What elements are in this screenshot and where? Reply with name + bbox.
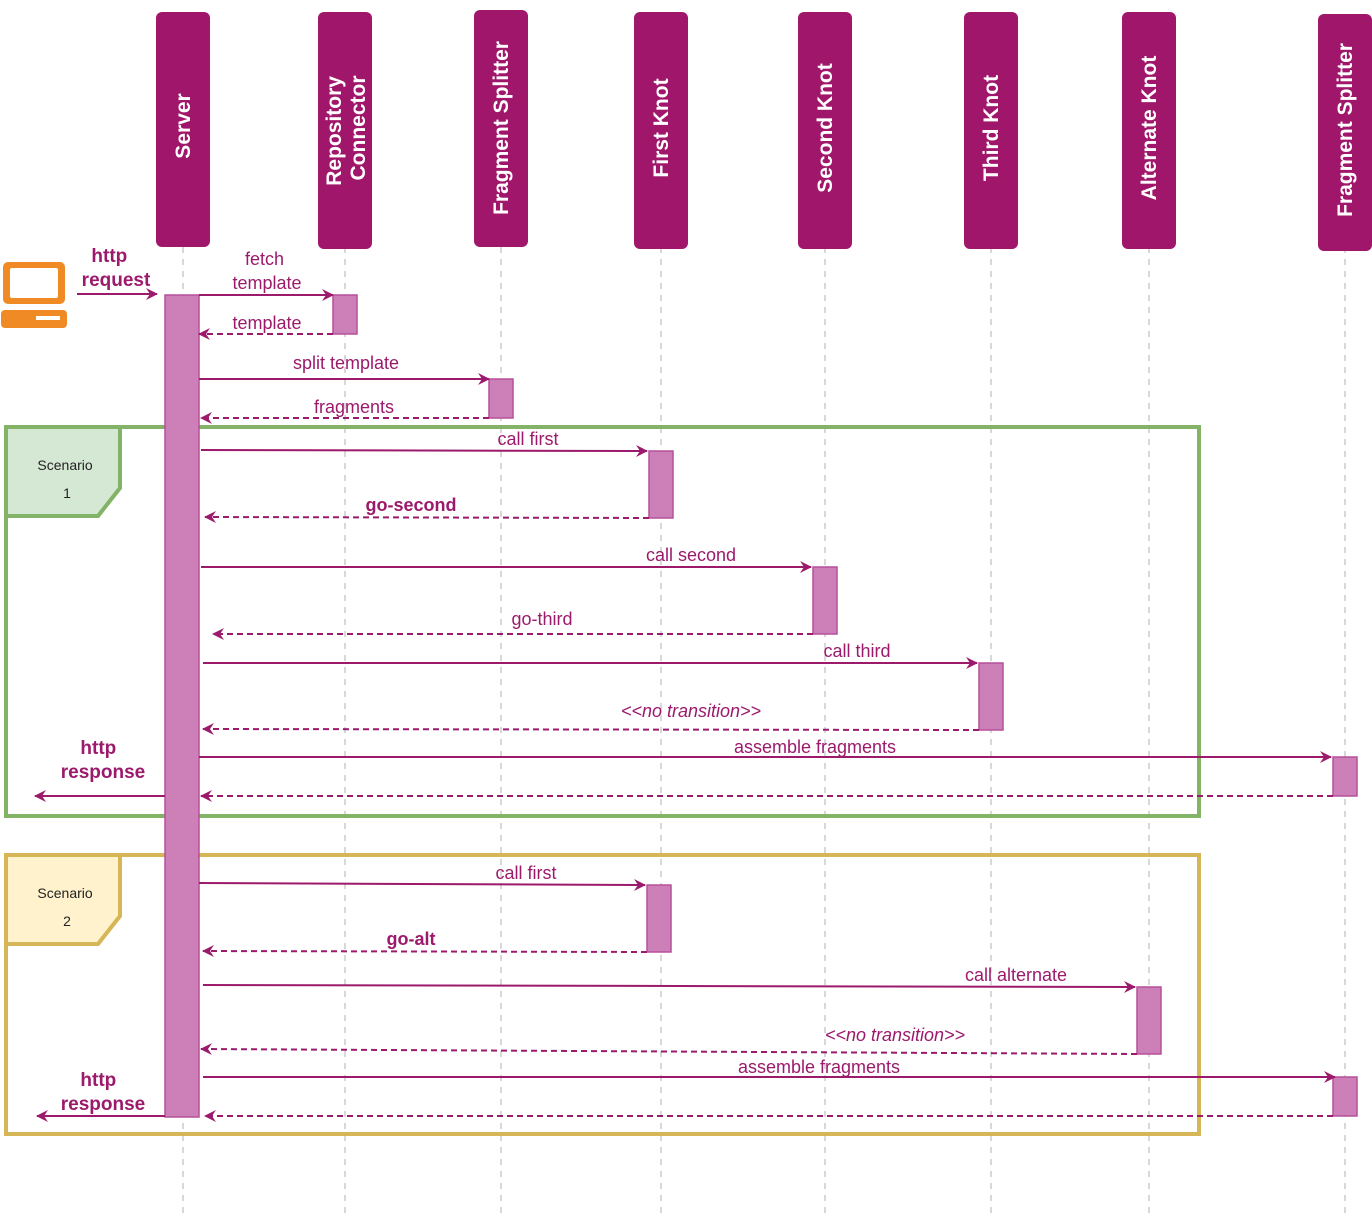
s2-go-alt-label: go-alt (387, 929, 436, 949)
activation-splitter2-s1 (1332, 756, 1358, 797)
s1-call-second-label: call second (646, 545, 736, 565)
scenario-2-frame: Scenario 2 (4, 853, 1201, 1136)
participant-splitter2-label: Fragment Splitter (1334, 43, 1357, 217)
scenario-1-frame: Scenario 1 (4, 425, 1201, 818)
svg-text:Scenario 1: Scenario 1 (37, 457, 96, 501)
svg-text:http request: http request (82, 246, 151, 291)
scenario-1-messages (34, 444, 1333, 802)
participant-splitter1-label: Fragment Splitter (490, 41, 513, 215)
scenario-1-tag (4, 425, 122, 518)
participant-server-label: Server (172, 93, 195, 158)
activation-second (812, 566, 838, 635)
svg-text:Alternate Knot: Alternate Knot (1138, 56, 1161, 201)
activation-bars (164, 294, 1358, 1118)
fragments-label: fragments (314, 397, 394, 417)
svg-text:http response: http response (61, 738, 145, 783)
fetch-template-label-2: template (232, 273, 301, 293)
svg-text:Third Knot: Third Knot (980, 75, 1003, 181)
s2-no-transition-label: <<no transition>> (825, 1025, 965, 1045)
participant-second: Second Knot (798, 12, 852, 249)
activation-splitter2-s2 (1332, 1076, 1358, 1117)
s2-http-response-label-2: response (61, 1094, 145, 1115)
s1-http-response-label-2: response (61, 762, 145, 783)
laptop-icon (1, 262, 67, 328)
participant-alternate: Alternate Knot (1122, 12, 1176, 249)
participant-first-label: First Knot (650, 78, 673, 177)
s2-go-alt-arrow (202, 945, 648, 958)
svg-text:First Knot: First Knot (650, 78, 673, 177)
s1-go-second-label: go-second (365, 495, 456, 515)
participant-second-label: Second Knot (814, 63, 837, 193)
participant-server: Server (156, 12, 210, 247)
s1-call-third-label: call third (823, 641, 890, 661)
scenario-2-tag (4, 853, 122, 946)
participant-headers: Server Repository Connector Fragment Spl… (156, 10, 1372, 251)
activation-first-s1 (648, 450, 674, 519)
setup-messages (198, 289, 490, 424)
participant-third-label: Third Knot (980, 75, 1003, 181)
activation-alternate (1136, 986, 1162, 1055)
scenario-1-tag-number: 1 (63, 485, 71, 501)
s1-go-second-arrow (204, 511, 650, 524)
participant-repo: Repository Connector (318, 12, 372, 249)
participant-third: Third Knot (964, 12, 1018, 249)
scenario-1-tag-label: Scenario (37, 457, 92, 473)
scenario-2-tag-number: 2 (63, 913, 71, 929)
s2-call-alternate-label: call alternate (965, 965, 1067, 985)
svg-text:Fragment Splitter: Fragment Splitter (1334, 43, 1357, 217)
s2-assemble-label: assemble fragments (738, 1057, 900, 1077)
s2-call-first-label: call first (495, 863, 556, 883)
s2-call-first-arrow (198, 878, 646, 891)
split-template-label: split template (293, 353, 399, 373)
http-request-label-1: http (91, 246, 127, 267)
svg-text:Scenario 2: Scenario 2 (37, 885, 96, 929)
fetch-template-label-1: fetch (245, 249, 284, 269)
svg-text:fetch template: fetch template (232, 249, 301, 293)
s1-http-response-label-1: http (80, 738, 116, 759)
s1-no-transition-label: <<no transition>> (621, 701, 761, 721)
s1-no-transition-arrow (202, 723, 980, 736)
s2-http-response-label-1: http (80, 1070, 116, 1091)
s1-call-first-arrow (200, 444, 648, 457)
participant-first: First Knot (634, 12, 688, 249)
activation-repo (332, 294, 358, 335)
s2-call-alternate-arrow (202, 980, 1136, 993)
svg-text:http response: http response (61, 1070, 145, 1115)
http-request-label-2: request (82, 270, 151, 291)
s1-call-first-label: call first (497, 429, 558, 449)
s1-assemble-label: assemble fragments (734, 737, 896, 757)
svg-text:Second Knot: Second Knot (814, 63, 837, 193)
s1-go-third-label: go-third (511, 609, 572, 629)
svg-text:Fragment Splitter: Fragment Splitter (490, 41, 513, 215)
template-label: template (232, 313, 301, 333)
participant-alternate-label: Alternate Knot (1138, 56, 1161, 201)
scenario-2-tag-label: Scenario (37, 885, 92, 901)
svg-text:Repository Connector: Repository Connector (323, 70, 370, 186)
svg-text:Server: Server (172, 93, 195, 158)
http-request: http request (77, 246, 158, 300)
s2-no-transition-arrow (200, 1043, 1138, 1056)
activation-server (164, 294, 200, 1118)
participant-splitter1: Fragment Splitter (474, 10, 528, 247)
scenario-2-messages (36, 878, 1336, 1122)
activation-third (978, 662, 1004, 731)
activation-splitter1 (488, 378, 514, 419)
participant-repo-label-2: Connector (347, 76, 370, 181)
activation-first-s2 (646, 884, 672, 953)
participant-repo-label-1: Repository (323, 76, 346, 186)
participant-splitter2: Fragment Splitter (1318, 14, 1372, 251)
